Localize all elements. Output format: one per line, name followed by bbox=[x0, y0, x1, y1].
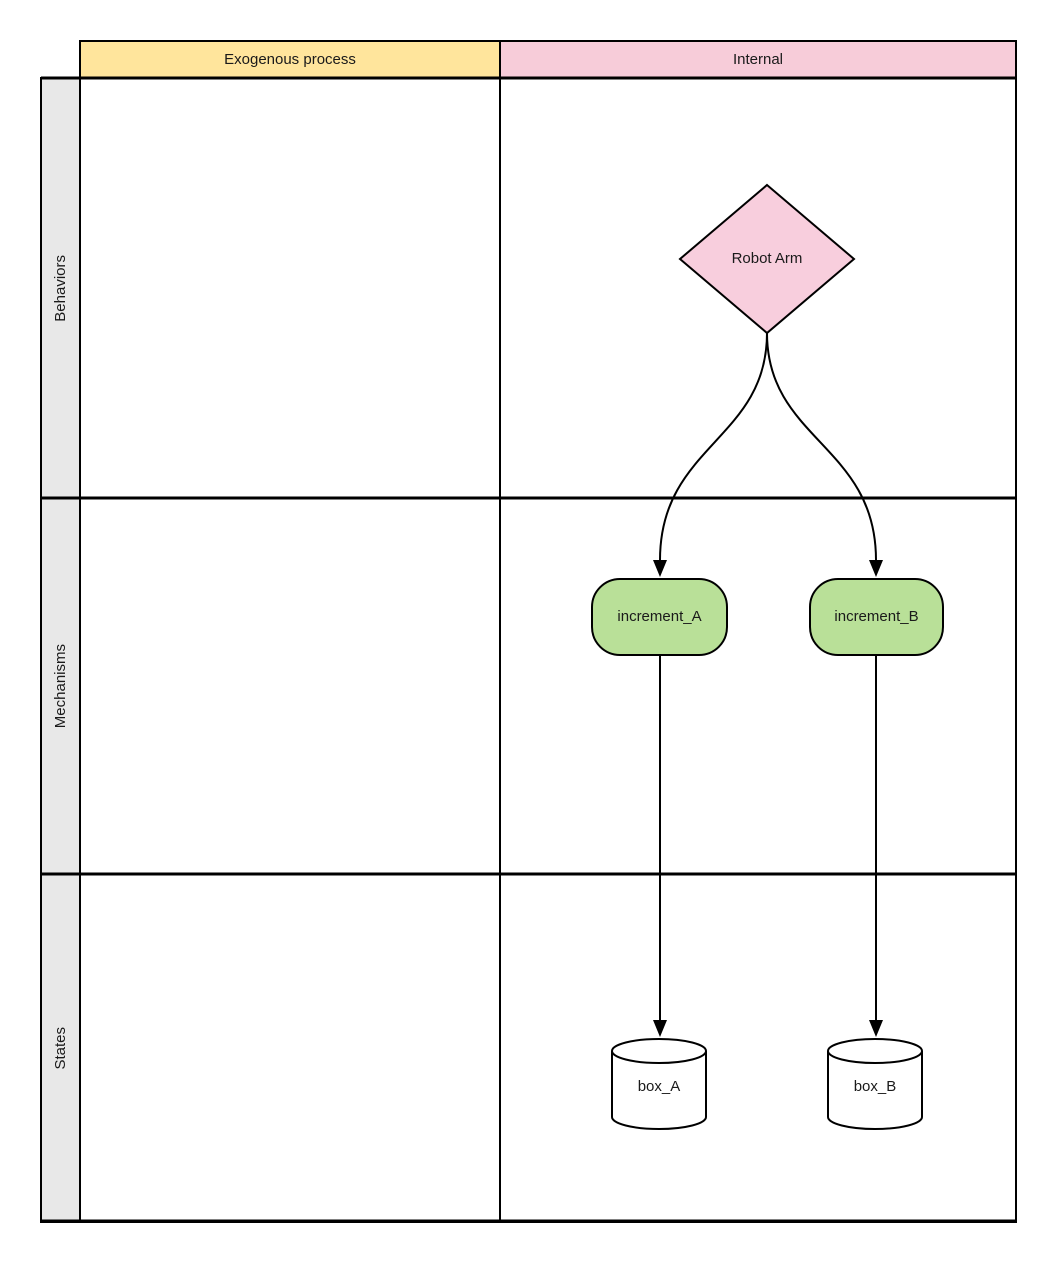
row-header-states-cell bbox=[40, 873, 81, 1223]
node-increment-a-shape bbox=[591, 578, 728, 656]
cell-mechanisms-exogenous bbox=[79, 497, 501, 875]
node-box-b-cylinder-body bbox=[827, 1051, 923, 1130]
edge-robot-arm-to-increment-b bbox=[766, 332, 877, 561]
column-header-internal-cell bbox=[499, 40, 1017, 79]
cell-mechanisms-internal bbox=[499, 497, 1017, 875]
node-box-b-cylinder-top bbox=[827, 1038, 923, 1064]
node-increment-b-shape bbox=[809, 578, 944, 656]
node-robot-arm-diamond bbox=[678, 183, 856, 335]
row-header-behaviors-cell bbox=[40, 77, 81, 499]
cell-behaviors-exogenous bbox=[79, 77, 501, 499]
node-box-a-cylinder-top bbox=[611, 1038, 707, 1064]
arrowhead-increment-b bbox=[869, 560, 883, 577]
edge-robot-arm-to-increment-a bbox=[659, 332, 768, 561]
cell-states-exogenous bbox=[79, 873, 501, 1223]
row-header-mechanisms-cell bbox=[40, 497, 81, 875]
node-box-a-cylinder-body bbox=[611, 1051, 707, 1130]
arrowhead-increment-a bbox=[653, 560, 667, 577]
arrowhead-box-b bbox=[869, 1020, 883, 1037]
arrowhead-box-a bbox=[653, 1020, 667, 1037]
column-header-exogenous-cell bbox=[79, 40, 501, 79]
cell-states-internal bbox=[499, 873, 1017, 1223]
